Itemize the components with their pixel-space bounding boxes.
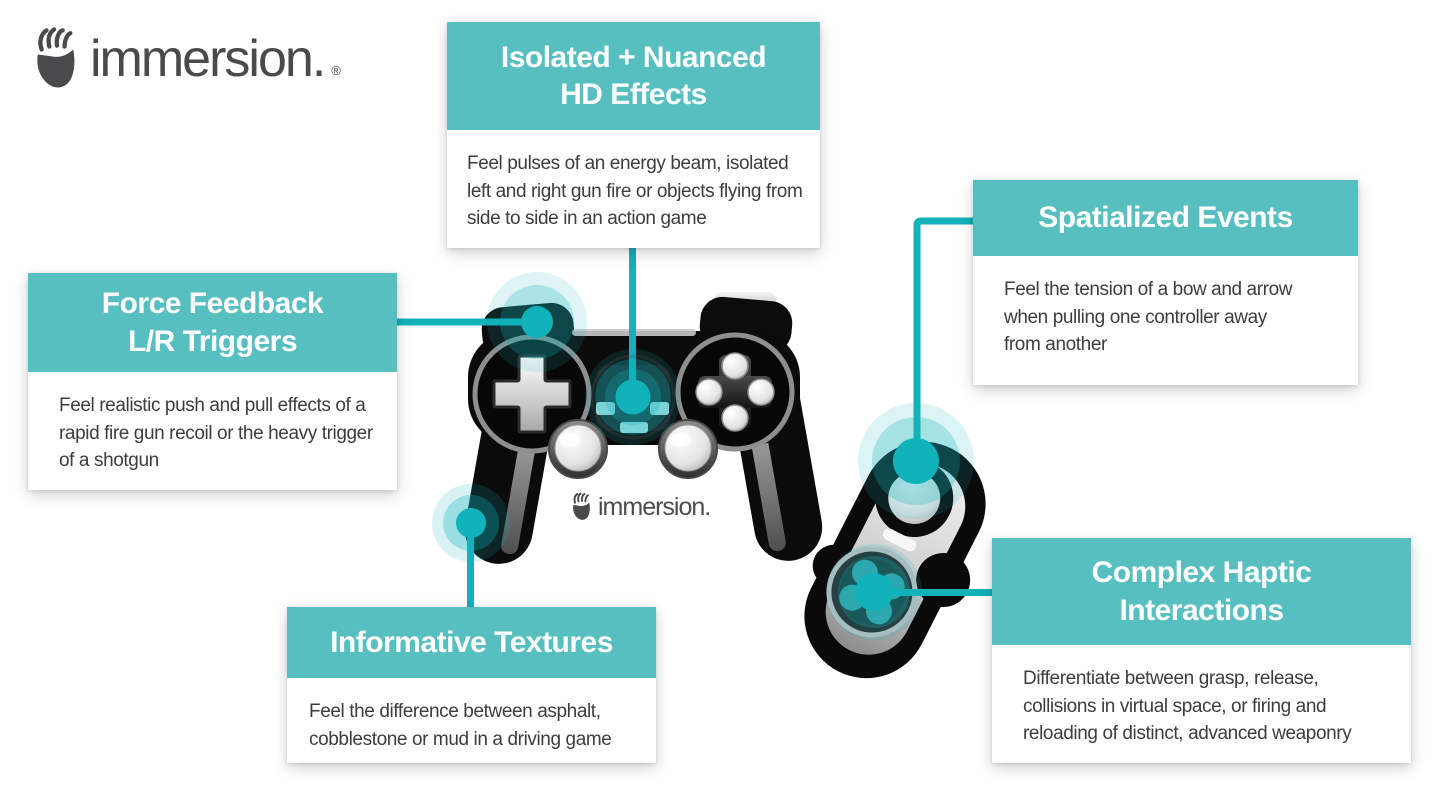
- select-button: [596, 402, 615, 415]
- immersion-logo: immersion. ®: [35, 24, 341, 94]
- connector-spatialized-events: [913, 217, 975, 461]
- callout-title-line: Spatialized Events: [1038, 201, 1293, 235]
- left-analog-stick: [548, 419, 608, 479]
- motion-controller-ball: [888, 471, 941, 524]
- callout-informative-textures: Informative Textures Feel the difference…: [287, 607, 656, 763]
- action-button-top: [721, 352, 749, 380]
- action-button-cluster: [695, 352, 775, 432]
- callout-body: Feel pulses of an energy beam, isolated …: [447, 130, 820, 248]
- callout-body-text: Feel the tension of a bow and arrow when…: [1004, 279, 1293, 356]
- callout-body: Feel the tension of a bow and arrow when…: [973, 256, 1358, 385]
- callout-body-text: Feel the difference between asphalt, cob…: [309, 701, 612, 750]
- callout-body-text: Feel pulses of an energy beam, isolated …: [467, 153, 803, 230]
- start-button: [650, 402, 669, 415]
- immersion-hand-icon: [37, 27, 75, 88]
- callout-title-line: L/R Triggers: [127, 324, 298, 358]
- haptic-point-motion-ball: [858, 403, 974, 519]
- callout-isolated-nuanced-hd-effects: Isolated + Nuanced HD Effects Feel pulse…: [447, 22, 820, 248]
- motion-controller-pill-button: [882, 528, 917, 552]
- action-button-bottom: [721, 404, 749, 432]
- callout-title-line: Interactions: [1119, 593, 1284, 627]
- action-button-left: [695, 378, 723, 406]
- action-button-right: [747, 378, 775, 406]
- callout-title: Complex Haptic Interactions: [992, 538, 1411, 645]
- haptic-point-grip: [432, 484, 510, 562]
- mode-button: [620, 422, 648, 433]
- callout-spatialized-events: Spatialized Events Feel the tension of a…: [973, 180, 1358, 385]
- right-analog-stick: [658, 419, 718, 479]
- haptic-point-center: [585, 349, 681, 445]
- callout-title: Spatialized Events: [973, 180, 1358, 256]
- callout-title-line: HD Effects: [560, 78, 707, 111]
- callout-body-text: Differentiate between grasp, release, co…: [1023, 668, 1352, 745]
- callout-title: Informative Textures: [287, 607, 656, 678]
- immersion-hand-icon: [573, 492, 590, 520]
- callout-title-line: Complex Haptic: [1091, 556, 1312, 589]
- registered-mark: ®: [331, 63, 341, 78]
- callout-title: Isolated + Nuanced HD Effects: [447, 22, 820, 130]
- callout-body: Feel realistic push and pull effects of …: [28, 372, 397, 490]
- haptic-point-motion-buttons: [826, 544, 922, 640]
- callout-title-line: Isolated + Nuanced: [500, 40, 767, 74]
- callout-title: Force Feedback L/R Triggers: [28, 273, 397, 372]
- callout-title-line: Force Feedback: [101, 287, 324, 320]
- callout-body: Differentiate between grasp, release, co…: [992, 645, 1411, 763]
- callout-title-line: Informative Textures: [330, 625, 613, 659]
- callout-body: Feel the difference between asphalt, cob…: [287, 678, 656, 763]
- gamepad-immersion-logo: immersion.: [572, 491, 711, 523]
- callout-body-text: Feel realistic push and pull effects of …: [59, 395, 373, 472]
- callout-complex-haptic-interactions: Complex Haptic Interactions Differentiat…: [992, 538, 1411, 763]
- callout-force-feedback-triggers: Force Feedback L/R Triggers Feel realist…: [28, 273, 397, 490]
- dpad-cross: [492, 354, 572, 434]
- immersion-wordmark: immersion.: [90, 30, 326, 88]
- haptic-point-trigger: [487, 272, 587, 372]
- gamepad-immersion-wordmark: immersion.: [598, 492, 711, 521]
